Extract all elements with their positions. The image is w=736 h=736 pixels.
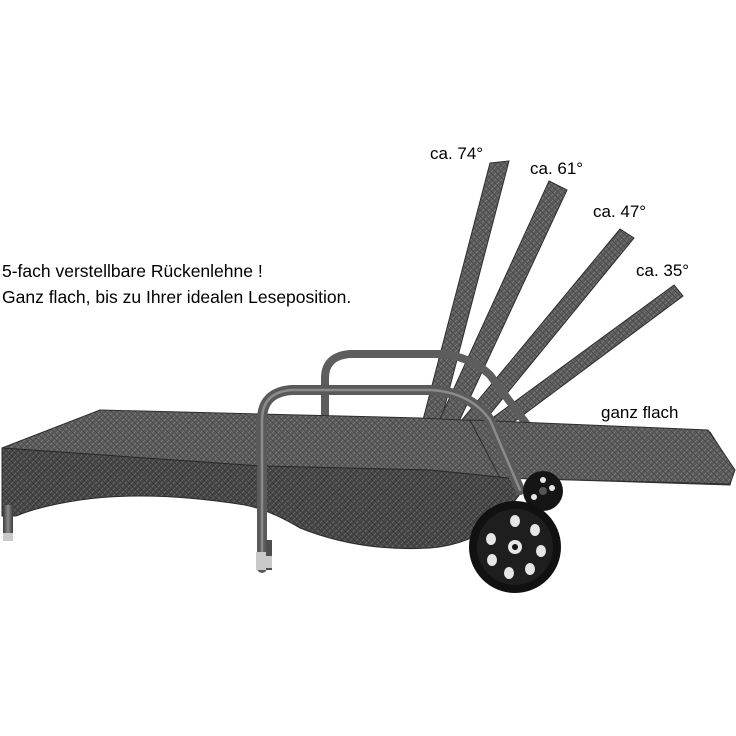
caption-line-1: 5-fach verstellbare Rückenlehne ! [2, 261, 263, 281]
caption-line-2: Ganz flach, bis zu Ihrer idealen Lesepos… [2, 287, 352, 307]
angle-label-35: ca. 35° [636, 261, 690, 280]
armrest-front [256, 385, 525, 573]
front-leg-left [3, 505, 13, 541]
armrest-back [321, 350, 532, 430]
angle-label-61: ca. 61° [530, 159, 584, 178]
wheel-back [523, 471, 563, 511]
wheel-front [469, 501, 561, 593]
angle-label-flat: ganz flach [601, 403, 679, 422]
angle-label-74: ca. 74° [430, 144, 484, 163]
backrest-flat [469, 419, 736, 485]
description-caption: 5-fach verstellbare Rückenlehne ! Ganz f… [2, 258, 351, 310]
angle-label-47: ca. 47° [593, 202, 647, 221]
